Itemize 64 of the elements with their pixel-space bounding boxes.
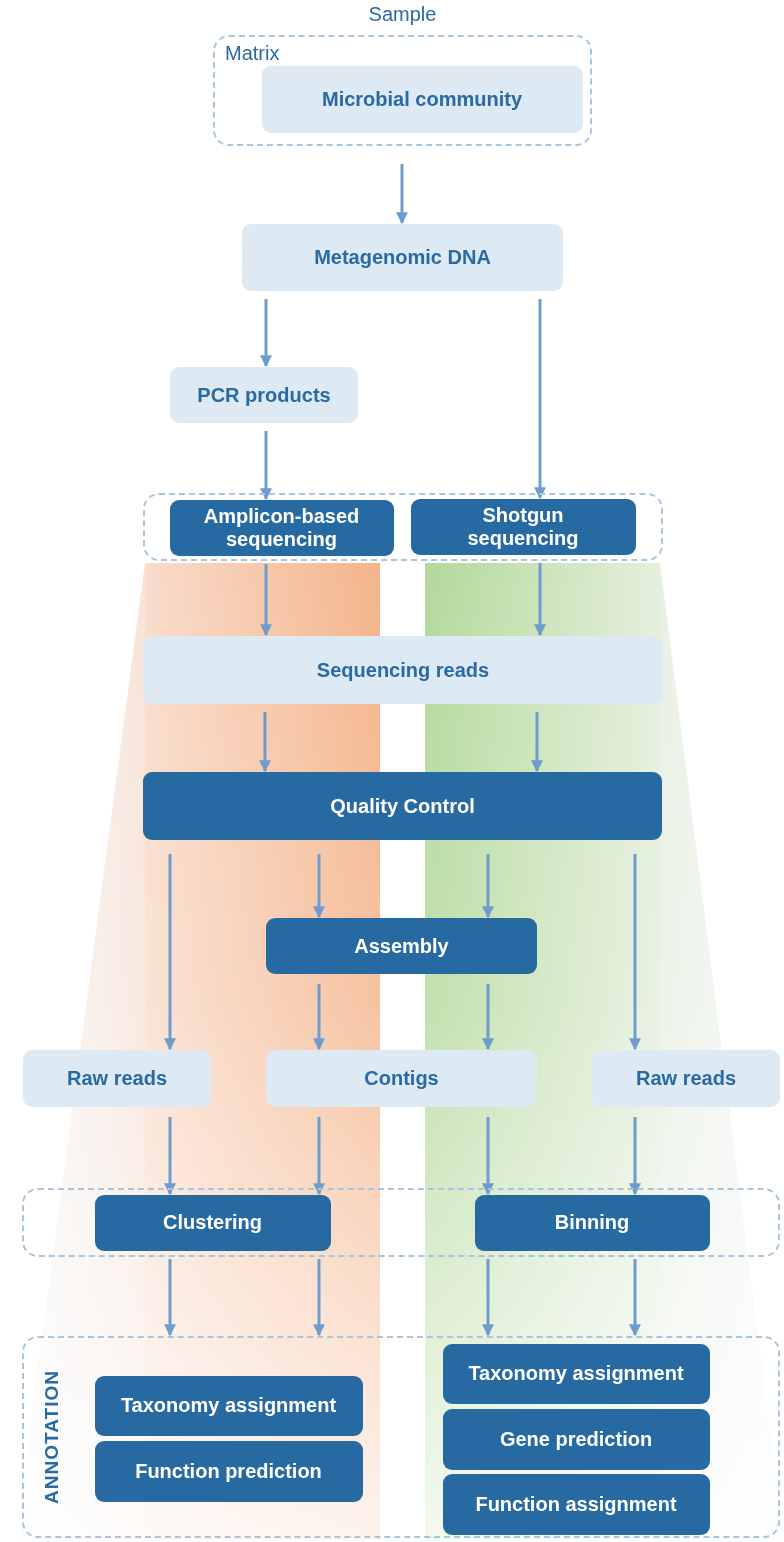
step-label: Sequencing reads [315,658,491,682]
arrow [396,164,408,225]
step-label: Assembly [353,934,450,958]
arrow [164,1117,176,1196]
step-label: Microbial community [321,87,523,111]
arrow [313,1117,325,1196]
arrow [629,1259,641,1337]
step-box [442,1473,710,1535]
arrow [260,431,272,501]
arrow [482,854,494,919]
arrow [482,1117,494,1196]
process-box [261,65,583,133]
step-label: Taxonomy assignment [119,1394,338,1417]
step-box [442,1343,710,1404]
dashed-group-box [143,493,663,561]
arrow [534,299,546,500]
step-label: Taxonomy assignment [467,1362,685,1385]
group-label: Sample [368,3,437,26]
arrow [164,1259,176,1337]
step-label: Shotgun sequencing [466,503,580,550]
arrow [260,299,272,368]
arrow [313,984,325,1051]
step-box [474,1194,710,1251]
step-label: Function prediction [134,1459,323,1483]
section-label: ANNOTATION [41,1370,63,1504]
arrow [531,712,543,773]
step-box [266,918,537,974]
arrow [629,1117,641,1196]
process-box [592,1050,780,1107]
dashed-group-box [22,1188,780,1257]
arrow [482,1259,494,1337]
process-box [266,1050,537,1107]
step-box [94,1194,331,1251]
group-label: Matrix [225,42,280,65]
arrow [313,1259,325,1337]
step-label: Amplicon-based sequencing [202,504,361,551]
step-label: Quality Control [329,794,476,818]
process-box [23,1050,211,1107]
arrow [482,984,494,1051]
step-box [143,772,662,840]
step-label: Function assignment [474,1492,678,1516]
step-box [94,1440,363,1502]
step-box [169,499,394,556]
step-label: Contigs [363,1067,440,1090]
arrow [534,563,546,637]
arrow [260,564,272,637]
step-label: Gene prediction [498,1427,654,1451]
process-box [170,367,358,423]
step-label: PCR products [196,383,332,407]
process-box [242,224,563,291]
arrow [629,854,641,1051]
step-box [94,1375,363,1436]
step-label: Binning [553,1211,631,1234]
step-label: Raw reads [65,1067,169,1090]
process-box [143,636,663,704]
arrow [313,854,325,919]
step-label: Metagenomic DNA [313,246,492,269]
step-box [410,498,636,555]
arrow [164,854,176,1051]
step-label: Raw reads [634,1067,738,1090]
arrow [259,712,271,773]
dashed-group-box [22,1336,780,1538]
step-label: Clustering [162,1211,263,1234]
step-box [442,1408,710,1470]
